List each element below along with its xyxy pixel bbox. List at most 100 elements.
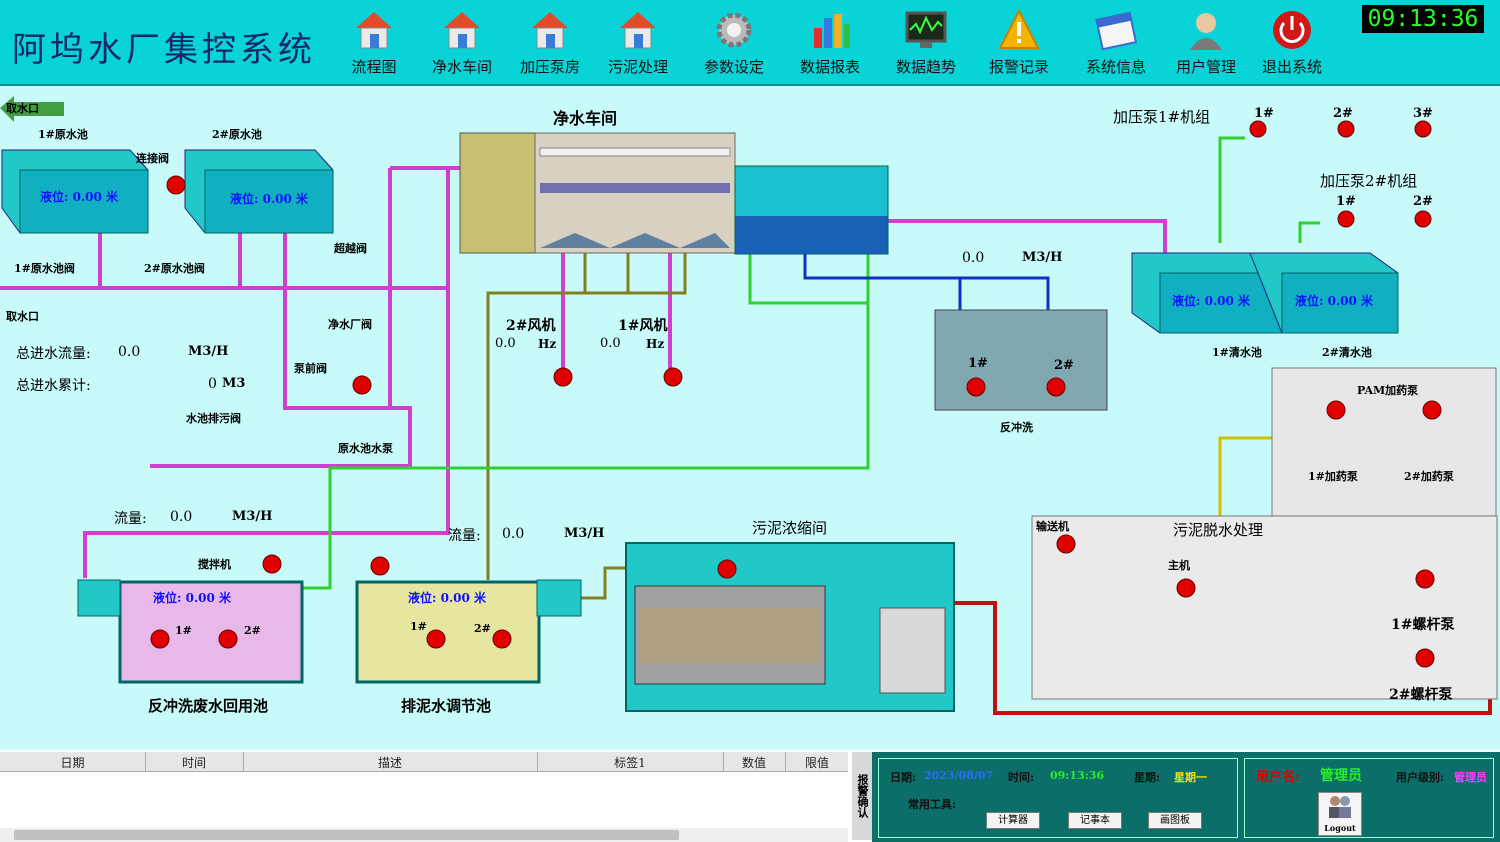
warning-icon bbox=[998, 8, 1040, 49]
total-sum-unit: M3 bbox=[222, 376, 246, 391]
nav-exit[interactable]: 退出系统 bbox=[1252, 8, 1332, 82]
raw-pool-1-label: 1#原水池 bbox=[38, 128, 88, 141]
date-value: 2023/08/07 bbox=[924, 769, 994, 782]
status-frame-right bbox=[1244, 758, 1494, 838]
total-sum-label: 总进水累计: bbox=[16, 378, 91, 394]
sludge-pump-1-label: 1# bbox=[410, 620, 427, 633]
fan2-hz-unit: Hz bbox=[538, 337, 557, 351]
paint-button[interactable]: 画图板 bbox=[1148, 812, 1202, 829]
user-value: 管理员 bbox=[1320, 768, 1362, 784]
booster-1-title: 加压泵1#机组 bbox=[1113, 108, 1211, 126]
total-sum-value: 0 bbox=[208, 376, 217, 392]
nav-flow-chart[interactable]: 流程图 bbox=[334, 8, 414, 82]
time-value: 09:13:36 bbox=[1050, 769, 1105, 782]
flow-2-label: 流量: bbox=[448, 528, 481, 544]
nav-label: 参数设定 bbox=[703, 58, 764, 76]
house-icon bbox=[532, 12, 568, 49]
nav-label: 用户管理 bbox=[1175, 58, 1236, 76]
nav-system-info[interactable]: 系统信息 bbox=[1076, 8, 1156, 82]
process-canvas: 取水口 1#原水池 2#原水池 连接阀 液位: 0.00 米 液位: 0.00 … bbox=[0, 88, 1500, 748]
nav-users[interactable]: 用户管理 bbox=[1166, 8, 1246, 82]
fan1-hz-value: 0.0 bbox=[600, 336, 621, 351]
sludge-pool-level: 液位: 0.00 米 bbox=[408, 591, 487, 605]
nav-sludge[interactable]: 污泥处理 bbox=[598, 8, 678, 82]
nav-reports[interactable]: 数据报表 bbox=[790, 8, 870, 82]
logout-button[interactable]: Logout bbox=[1318, 792, 1362, 836]
tools-label: 常用工具: bbox=[908, 798, 957, 811]
raw-pool-2-level: 液位: 0.00 米 bbox=[230, 192, 309, 206]
nav-label: 系统信息 bbox=[1085, 58, 1146, 76]
power-icon bbox=[1273, 11, 1311, 49]
booster-2-pump-1: 1# bbox=[1336, 194, 1356, 209]
house-icon bbox=[444, 12, 480, 49]
fan2-hz-value: 0.0 bbox=[495, 336, 516, 351]
backwash-title: 反冲洗 bbox=[1000, 421, 1033, 434]
waste-pump-2-label: 2# bbox=[244, 624, 261, 637]
col-date: 日期 bbox=[60, 756, 85, 770]
raw-valve-2-label: 2#原水池阀 bbox=[144, 262, 205, 275]
pre-pump-valve-label: 泵前阀 bbox=[294, 362, 327, 375]
col-tag: 标签1 bbox=[614, 756, 646, 770]
clear-pool-2-label: 2#清水池 bbox=[1322, 346, 1372, 359]
nav-alarms[interactable]: 报警记录 bbox=[979, 8, 1059, 82]
flow-1-value: 0.0 bbox=[170, 509, 193, 525]
nav-label: 流程图 bbox=[351, 58, 397, 76]
house-icon bbox=[620, 12, 656, 49]
notepad-button[interactable]: 记事本 bbox=[1068, 812, 1122, 829]
col-time: 时间 bbox=[181, 756, 206, 770]
fan1-label: 1#风机 bbox=[618, 318, 668, 334]
backwash-flow-unit: M3/H bbox=[1022, 250, 1063, 265]
fan2-label: 2#风机 bbox=[506, 318, 556, 334]
level-value: 管理员 bbox=[1454, 771, 1487, 784]
booster-1-pump-1: 1# bbox=[1254, 106, 1274, 121]
screw-pump-2-label: 2#螺杆泵 bbox=[1389, 687, 1453, 703]
nav-trends[interactable]: 数据趋势 bbox=[886, 8, 966, 82]
main-machine-label: 主机 bbox=[1168, 559, 1190, 572]
nav-label: 报警记录 bbox=[988, 58, 1049, 76]
intake-button[interactable]: 取水口 bbox=[6, 102, 39, 115]
nav-label: 加压泵房 bbox=[519, 58, 580, 76]
booster-2-title: 加压泵2#机组 bbox=[1320, 172, 1418, 190]
pam-title: PAM加药泵 bbox=[1357, 384, 1419, 397]
flow-1-unit: M3/H bbox=[232, 509, 273, 524]
nav-label: 退出系统 bbox=[1261, 58, 1322, 76]
week-label: 星期: bbox=[1134, 771, 1161, 784]
clean-valve-label: 净水厂阀 bbox=[328, 318, 372, 331]
users-icon bbox=[1329, 796, 1351, 818]
logout-label: Logout bbox=[1324, 823, 1356, 833]
thickener-title: 污泥浓缩间 bbox=[752, 519, 828, 537]
nav-label: 数据报表 bbox=[799, 58, 860, 76]
backwash-pump-1-label: 1# bbox=[968, 356, 988, 371]
total-flow-label: 总进水流量: bbox=[16, 346, 91, 362]
booster-2-pump-2: 2# bbox=[1413, 194, 1433, 209]
scroll-thumb[interactable] bbox=[14, 830, 679, 840]
calculator-button[interactable]: 计算器 bbox=[986, 812, 1040, 829]
dewater-title: 污泥脱水处理 bbox=[1173, 521, 1264, 539]
flow-2-unit: M3/H bbox=[564, 526, 605, 541]
calendar-icon bbox=[1095, 11, 1138, 51]
nav-booster-house[interactable]: 加压泵房 bbox=[510, 8, 590, 82]
alarm-confirm-button[interactable]: 报警确认 bbox=[852, 752, 872, 840]
raw-valve-1-label: 1#原水池阀 bbox=[14, 262, 75, 275]
nav-params[interactable]: 参数设定 bbox=[694, 8, 774, 82]
bar-chart-icon bbox=[814, 14, 850, 48]
backwash-pool-title: 反冲洗废水回用池 bbox=[148, 697, 269, 715]
conveyor-label: 输送机 bbox=[1036, 520, 1069, 533]
nav-label: 污泥处理 bbox=[607, 58, 668, 76]
col-limit: 限值 bbox=[804, 756, 829, 770]
mixer-label: 搅拌机 bbox=[198, 558, 231, 571]
col-value: 数值 bbox=[741, 756, 766, 770]
user-icon bbox=[1190, 13, 1222, 50]
bypass-valve-label: 超越阀 bbox=[334, 242, 367, 255]
dose-pump-2-label: 2#加药泵 bbox=[1404, 470, 1454, 483]
pool-drain-valve-label: 水池排污阀 bbox=[186, 412, 241, 425]
pipe-network bbox=[0, 96, 1498, 715]
user-label: 用户名: bbox=[1256, 770, 1300, 785]
alarm-scrollbar[interactable] bbox=[0, 828, 848, 842]
col-desc: 描述 bbox=[377, 756, 402, 770]
status-frame-left bbox=[878, 758, 1238, 838]
house-icon bbox=[356, 12, 392, 49]
dose-pump-1-label: 1#加药泵 bbox=[1308, 470, 1358, 483]
sludge-adjust-pool-title: 排泥水调节池 bbox=[401, 697, 492, 715]
nav-clean-water[interactable]: 净水车间 bbox=[422, 8, 502, 82]
